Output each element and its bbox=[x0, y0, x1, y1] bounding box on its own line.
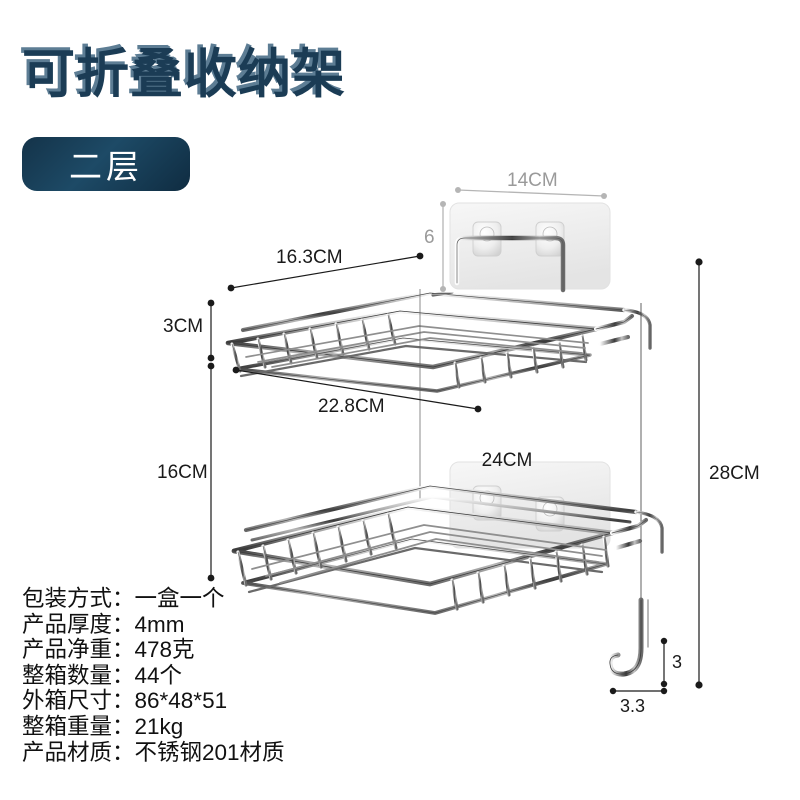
dimension-hook-width: 3.3 bbox=[609, 687, 668, 716]
adhesive-pad-icon-top bbox=[449, 202, 611, 290]
dimension-label-24cm: 24CM bbox=[482, 450, 533, 471]
dimension-label-16cm: 16CM bbox=[157, 462, 208, 483]
specification-list: 包装方式：一盒一个 产品厚度：4mm 产品净重：478克 整箱数量：44个 外箱… bbox=[22, 586, 285, 765]
spec-row-net-weight: 产品净重：478克 bbox=[22, 637, 195, 663]
spec-row-carton-qty: 整箱数量：44个 bbox=[22, 662, 183, 688]
spec-row-carton-size: 外箱尺寸：86*48*51 bbox=[22, 688, 228, 714]
spec-row-thickness: 产品厚度：4mm bbox=[22, 611, 185, 637]
spec-row-carton-weight: 整箱重量：21kg bbox=[22, 713, 184, 739]
dimension-upper-basket-width: 16.3CM bbox=[227, 247, 424, 292]
dimension-label-22-8cm: 22.8CM bbox=[318, 396, 385, 417]
dimension-top-pad-width: 14CM bbox=[455, 170, 607, 199]
dimension-lower-pad-width: 24CM bbox=[482, 450, 533, 471]
wire-basket-icon-upper bbox=[225, 235, 652, 393]
dimension-label-3cm: 3CM bbox=[163, 316, 203, 337]
dimension-label-6: 6 bbox=[424, 227, 435, 248]
dimension-upper-basket-height: 3CM bbox=[163, 299, 215, 362]
dimension-label-16-3cm: 16.3CM bbox=[276, 247, 343, 268]
dimension-top-pad-height: 6 bbox=[424, 201, 446, 292]
dimension-label-14cm: 14CM bbox=[507, 170, 558, 191]
tier-badge: 二层 bbox=[22, 137, 190, 191]
j-hook-icon bbox=[607, 597, 649, 677]
dimension-label-hook-3-3: 3.3 bbox=[620, 696, 645, 716]
spec-row-material: 产品材质：不锈钢201材质 bbox=[22, 739, 285, 765]
wire-basket-icon-lower bbox=[231, 483, 664, 615]
dimension-label-hook-3: 3 bbox=[672, 652, 682, 672]
vertical-support-post bbox=[418, 289, 654, 655]
spec-row-packaging: 包装方式：一盒一个 bbox=[22, 586, 225, 611]
dimension-tier-gap: 16CM bbox=[157, 362, 215, 582]
dimension-label-28cm: 28CM bbox=[709, 463, 760, 484]
dimension-hook-height: 3 bbox=[660, 637, 682, 688]
page-title: 可折叠收纳架 bbox=[22, 45, 346, 104]
dimension-upper-basket-depth: 22.8CM bbox=[232, 366, 482, 417]
dimension-total-height: 28CM bbox=[695, 258, 760, 689]
